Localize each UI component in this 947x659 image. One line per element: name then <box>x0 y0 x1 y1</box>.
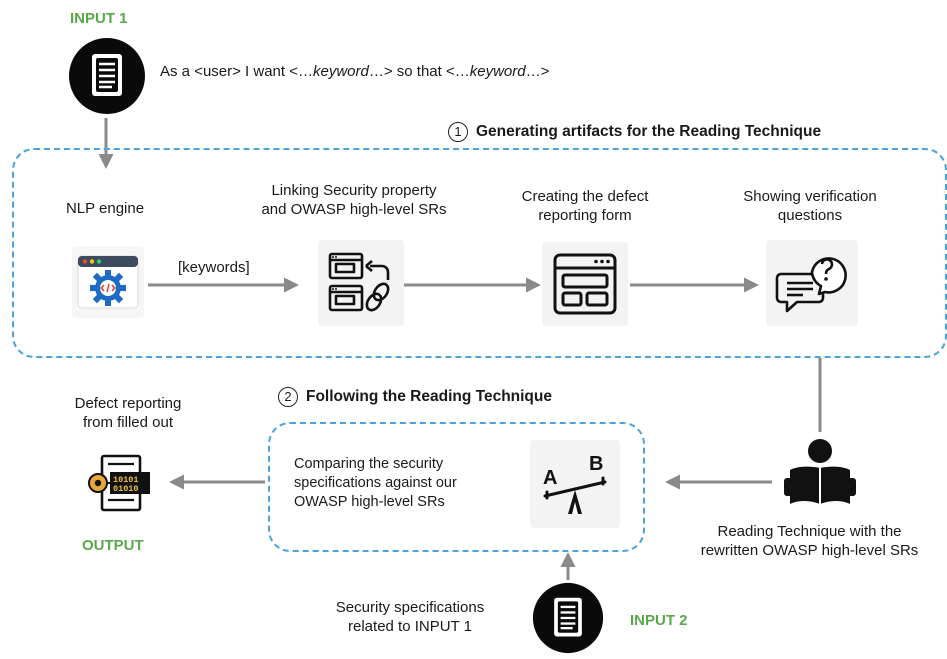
output-label: OUTPUT <box>82 537 144 554</box>
defect-line2: from filled out <box>82 414 174 431</box>
questions-line2: questions <box>777 207 843 224</box>
input2-description: Security specifications related to INPUT… <box>300 598 520 636</box>
statement-part2: …> so that <… <box>368 63 470 80</box>
input2-line1: Security specifications <box>335 599 485 616</box>
section1-title: Generating artifacts for the Reading Tec… <box>476 123 822 141</box>
input2-document-icon <box>532 582 604 654</box>
statement-keyword1: keyword <box>313 63 369 80</box>
input2-label: INPUT 2 <box>630 612 688 629</box>
linked-windows-icon <box>328 252 390 312</box>
questions-card <box>766 240 858 326</box>
compare-line1: Comparing the security <box>294 456 444 472</box>
step-nlp-label: NLP engine <box>65 200 145 217</box>
reader-book-icon <box>784 439 856 504</box>
section1-heading: 1 Generating artifacts for the Reading Te… <box>448 122 821 142</box>
defect-report-label: Defect reporting from filled out <box>38 394 218 432</box>
defect-line1: Defect reporting <box>74 395 182 412</box>
svg-text:01010: 01010 <box>113 484 139 494</box>
linking-line1: Linking Security property <box>271 182 437 199</box>
question-chat-icon <box>775 257 847 313</box>
reading-technique-box <box>268 422 645 552</box>
nlp-engine-card <box>72 246 144 318</box>
reading-line2: rewritten OWASP high-level SRs <box>700 542 919 559</box>
form-card <box>542 242 628 326</box>
compare-line3: OWASP high-level SRs <box>294 494 445 510</box>
questions-line1: Showing verification <box>743 188 877 205</box>
binary-report-icon: 10101 01010 <box>88 454 150 512</box>
artifact-generation-box <box>12 148 947 358</box>
svg-text:B: B <box>589 453 603 475</box>
form-window-icon <box>553 253 617 315</box>
statement-keyword2: keyword <box>469 63 526 80</box>
reader-icon-wrap <box>780 436 860 514</box>
input2-line2: related to INPUT 1 <box>348 618 472 635</box>
linking-card <box>318 240 404 326</box>
comparison-text: Comparing the security specifications ag… <box>294 455 457 512</box>
input1-document-icon <box>68 37 146 115</box>
statement-part1: As a <user> I want <… <box>160 63 313 80</box>
compare-line2: specifications against our <box>294 475 457 491</box>
input1-label: INPUT 1 <box>70 10 128 27</box>
svg-text:A: A <box>543 467 557 489</box>
step-questions-label: Showing verification questions <box>710 187 910 225</box>
form-line2: reporting form <box>538 207 632 224</box>
linking-line2: and OWASP high-level SRs <box>261 201 447 218</box>
reading-technique-label: Reading Technique with the rewritten OWA… <box>672 522 947 560</box>
scale-card: A B <box>530 440 620 528</box>
statement-part3: …> <box>525 63 550 80</box>
code-gear-window-icon <box>77 255 139 309</box>
step-linking-label: Linking Security property and OWASP high… <box>244 181 464 219</box>
keywords-edge-label: [keywords] <box>178 259 250 276</box>
section1-number: 1 <box>448 122 468 142</box>
form-line1: Creating the defect <box>521 188 649 205</box>
user-story-template: As a <user> I want <…keyword…> so that <… <box>160 62 549 81</box>
section2-title: Following the Reading Technique <box>306 388 552 406</box>
reading-line1: Reading Technique with the <box>717 523 902 540</box>
svg-text:10101: 10101 <box>113 475 139 485</box>
section2-heading: 2 Following the Reading Technique <box>278 387 552 407</box>
section2-number: 2 <box>278 387 298 407</box>
step-form-label: Creating the defect reporting form <box>490 187 680 225</box>
defect-report-icon-wrap: 10101 01010 <box>82 452 154 514</box>
balance-scale-icon: A B <box>543 453 607 514</box>
